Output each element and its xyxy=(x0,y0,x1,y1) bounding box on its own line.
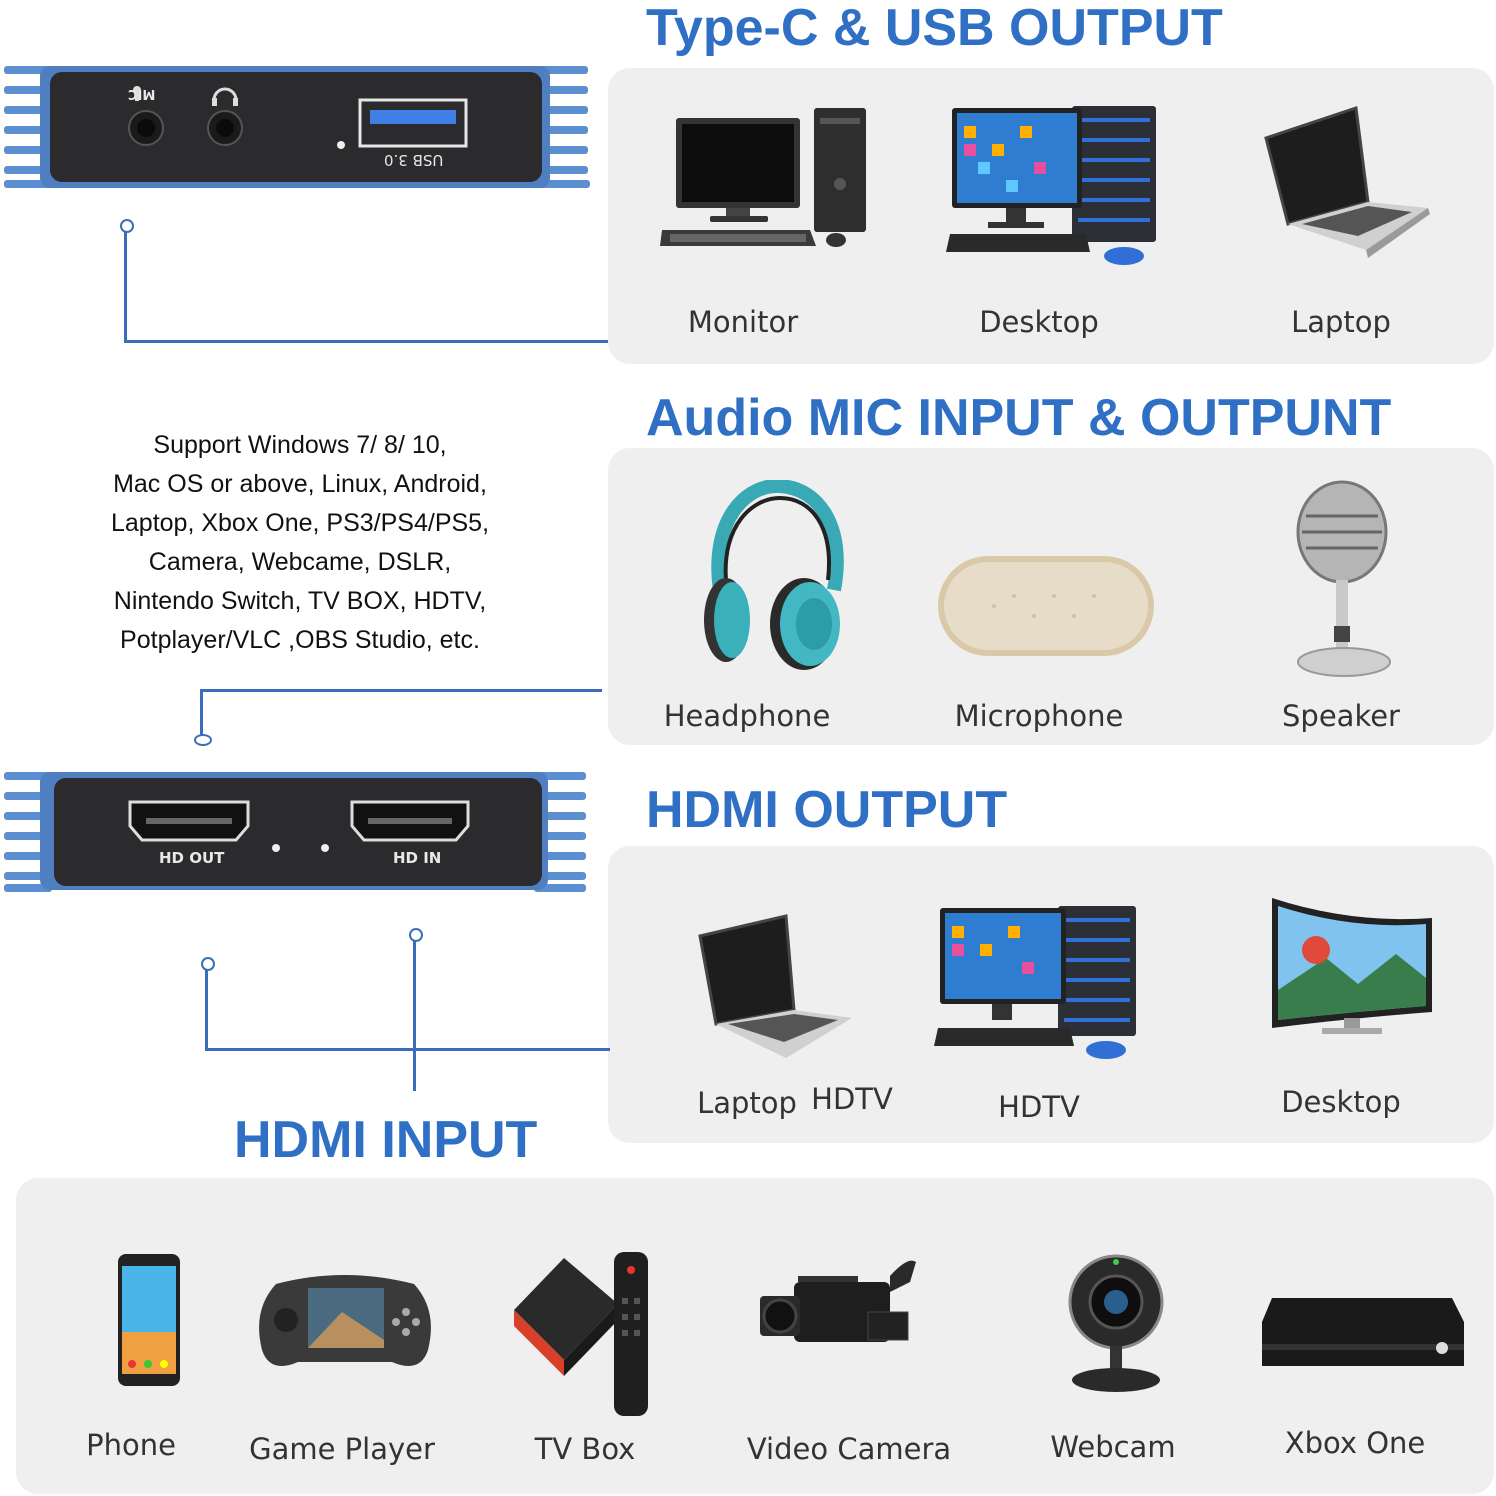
usb-item-label: Monitor xyxy=(687,305,799,339)
hdmi-in-item-label: Video Camera xyxy=(746,1432,952,1466)
audio-item-label: Microphone xyxy=(954,699,1124,733)
tv-box-icon xyxy=(506,1248,656,1420)
audio-item-label: Speaker xyxy=(1282,699,1400,733)
support-line: Camera, Webcame, DSLR, xyxy=(148,548,452,576)
capture-card-top: MIC USB 3.0 xyxy=(0,62,600,192)
hdmi-in-item-label: Xbox One xyxy=(1284,1426,1426,1460)
connector-line xyxy=(200,689,602,692)
audio-item-label: Headphone xyxy=(663,699,831,733)
support-line: Support Windows 7/ 8/ 10, xyxy=(153,431,447,459)
desktop-pc-icon xyxy=(944,104,1160,268)
support-line: Mac OS or above, Linux, Android, xyxy=(113,470,487,498)
connector-dot xyxy=(409,928,423,942)
curved-tv-icon xyxy=(1266,894,1438,1044)
headphone-icon xyxy=(696,480,856,680)
connector-line xyxy=(124,340,608,343)
capture-card-bottom: HD OUT HD IN xyxy=(0,768,600,894)
connector-line xyxy=(124,231,127,343)
connector-line xyxy=(200,689,203,735)
phone-icon xyxy=(110,1252,186,1388)
game-player-icon xyxy=(252,1270,438,1380)
hd-out-label: HD OUT xyxy=(159,849,225,867)
hdmi-in-item-label: Phone xyxy=(86,1428,176,1462)
audio-heading: Audio MIC INPUT & OUTPUNT xyxy=(646,389,1392,447)
connector-dot xyxy=(120,219,134,233)
connector-dot xyxy=(194,734,212,746)
webcam-icon xyxy=(1060,1252,1170,1394)
hd-in-label: HD IN xyxy=(393,849,442,867)
video-camera-icon xyxy=(758,1252,920,1362)
support-line: Nintendo Switch, TV BOX, HDTV, xyxy=(113,587,487,615)
desktop-pc-icon xyxy=(934,904,1140,1062)
mic-label: MIC xyxy=(128,86,156,101)
support-line: Potplayer/VLC ,OBS Studio, etc. xyxy=(120,626,480,654)
microphone-icon xyxy=(1290,476,1400,680)
hdmi-in-item-label: TV Box xyxy=(534,1432,636,1466)
usb-item-label: Desktop xyxy=(979,305,1099,339)
hdmi-input-heading: HDMI INPUT xyxy=(234,1111,538,1169)
usb-label: USB 3.0 xyxy=(384,151,444,169)
usb-item-label: Laptop xyxy=(1291,305,1391,339)
hdmi-out-item-label: Laptop xyxy=(697,1086,797,1120)
xbox-icon xyxy=(1258,1292,1468,1376)
support-text: Support Windows 7/ 8/ 10, Mac OS or abov… xyxy=(0,426,600,660)
connector-line xyxy=(413,941,416,1091)
connector-dot xyxy=(201,957,215,971)
connector-line xyxy=(205,1048,610,1051)
speaker-bar-icon xyxy=(934,546,1158,666)
hdmi-output-heading: HDMI OUTPUT xyxy=(646,781,1008,839)
hdmi-out-item-label: Desktop xyxy=(1281,1085,1401,1119)
laptop-icon xyxy=(1230,104,1460,264)
hdmi-out-item-label: HDTV xyxy=(998,1090,1080,1124)
hdmi-in-item-label: Webcam xyxy=(1050,1430,1176,1464)
laptop-icon xyxy=(690,912,870,1062)
support-line: Laptop, Xbox One, PS3/PS4/PS5, xyxy=(110,509,490,537)
usb-output-heading: Type-C & USB OUTPUT xyxy=(646,0,1223,57)
monitor-pc-icon xyxy=(660,104,870,254)
hdmi-in-item-label: Game Player xyxy=(249,1432,435,1466)
connector-line xyxy=(205,970,208,1050)
hdmi-out-item-label: HDTV xyxy=(811,1082,893,1116)
